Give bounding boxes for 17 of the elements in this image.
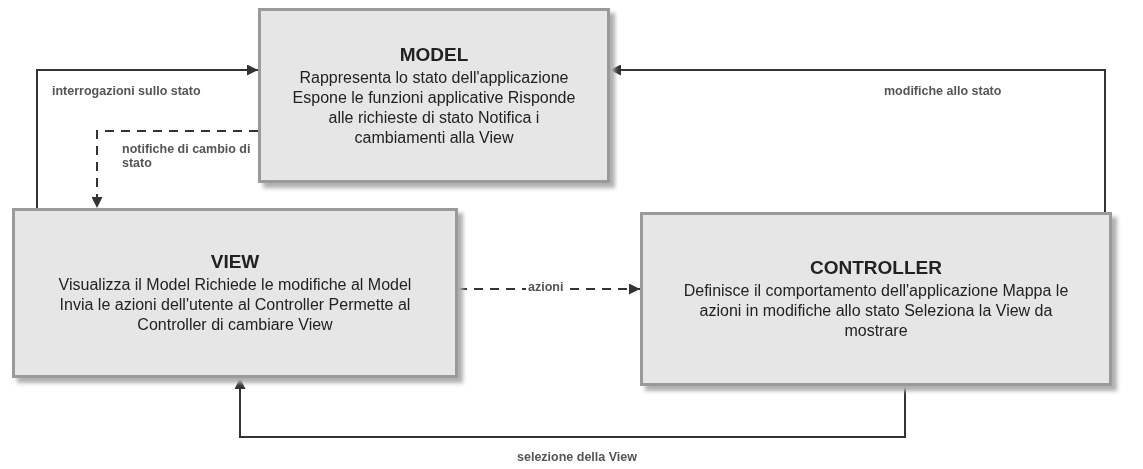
component-box bbox=[258, 8, 610, 183]
arrow bbox=[91, 130, 259, 209]
component-box bbox=[12, 208, 458, 378]
edge-label: interrogazioni sullo stato bbox=[50, 84, 203, 98]
box-title: MODEL bbox=[399, 43, 469, 66]
box-description: Visualizza il Model Richiede le modifiche al Model Invia le azioni dell'utente al Controller Permette al Controller di cambiare View bbox=[57, 275, 413, 335]
box-title: CONTROLLER bbox=[810, 257, 942, 279]
arrow bbox=[234, 377, 906, 438]
box-description: Definisce il comportamento dell'applicazione Mappa le azioni in modifiche allo stato Seleziona la View da mostrare bbox=[682, 281, 1070, 341]
edge-label: modifiche allo stato bbox=[882, 84, 1004, 98]
box-title: VIEW bbox=[210, 251, 260, 273]
edge-label: azioni bbox=[526, 280, 566, 294]
arrow bbox=[609, 64, 1106, 213]
component-box bbox=[640, 212, 1112, 386]
edge-label: selezione della View bbox=[515, 450, 639, 464]
box-description: Rappresenta lo stato dell'applicazione Espone le funzioni applicative Risponde alle richieste di stato Notifica i cambiamenti alla View bbox=[291, 67, 577, 148]
arrow bbox=[36, 64, 259, 209]
